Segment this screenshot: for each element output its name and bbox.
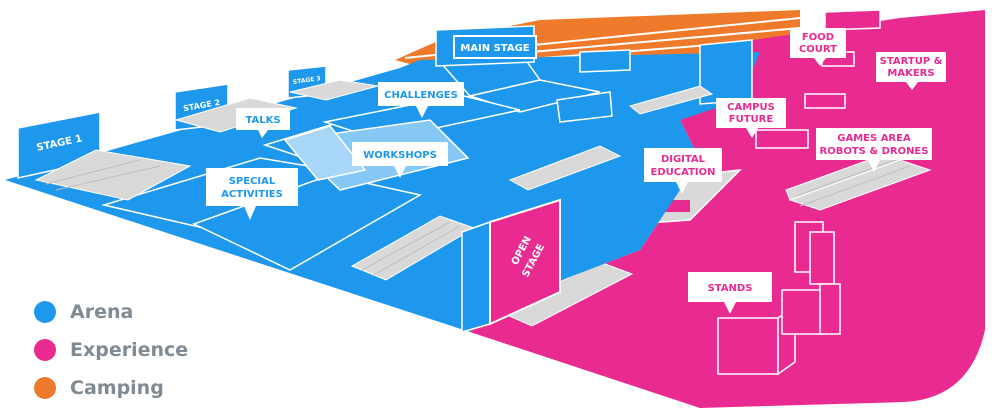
legend-label-camping: Camping	[70, 377, 164, 399]
legend-label-arena: Arena	[70, 301, 134, 323]
food-court-line1: FOOD	[802, 32, 834, 43]
food-court-line2: COURT	[799, 44, 837, 55]
label-food-court[interactable]: FOOD COURT	[790, 28, 846, 66]
arena-zone[interactable]	[5, 25, 760, 333]
special-activities-line1: SPECIAL	[229, 176, 276, 187]
digital-education-line1: DIGITAL	[661, 154, 706, 165]
challenges-label: CHALLENGES	[384, 90, 458, 101]
startup-makers-line1: STARTUP &	[880, 56, 943, 67]
arena-dot	[34, 301, 56, 323]
talks-label: TALKS	[245, 115, 280, 126]
stage-3-label: STAGE 3	[292, 75, 321, 86]
label-challenges[interactable]: CHALLENGES	[378, 82, 464, 118]
label-stands[interactable]: STANDS	[688, 272, 772, 314]
legend: Arena Experience Camping	[34, 293, 188, 407]
games-area-line2: ROBOTS & DRONES	[820, 146, 929, 157]
label-campus-future[interactable]: CAMPUS FUTURE	[716, 98, 786, 138]
label-stage-3[interactable]: STAGE 3	[292, 75, 321, 86]
games-area-line1: GAMES AREA	[837, 133, 911, 144]
label-startup-makers[interactable]: STARTUP & MAKERS	[876, 52, 946, 90]
label-games-area[interactable]: GAMES AREA ROBOTS & DRONES	[816, 128, 932, 172]
campus-future-line1: CAMPUS	[727, 102, 775, 113]
camping-dot	[34, 377, 56, 399]
legend-item-camping[interactable]: Camping	[34, 369, 188, 407]
workshops-label: WORKSHOPS	[363, 150, 437, 161]
stands-label: STANDS	[708, 283, 753, 294]
campus-future-line2: FUTURE	[729, 114, 774, 125]
main-stage-label: MAIN STAGE	[460, 43, 529, 54]
digital-education-line2: EDUCATION	[651, 167, 716, 178]
legend-label-experience: Experience	[70, 339, 189, 361]
experience-dot	[34, 339, 56, 361]
startup-makers-line2: MAKERS	[887, 68, 934, 79]
label-workshops[interactable]: WORKSHOPS	[352, 142, 448, 178]
legend-item-arena[interactable]: Arena	[34, 293, 188, 331]
label-talks[interactable]: TALKS	[236, 108, 290, 138]
label-digital-education[interactable]: DIGITAL EDUCATION	[644, 148, 722, 194]
legend-item-experience[interactable]: Experience	[34, 331, 188, 369]
label-main-stage[interactable]: MAIN STAGE	[453, 35, 537, 59]
label-special-activities[interactable]: SPECIAL ACTIVITIES	[206, 168, 298, 220]
special-activities-line2: ACTIVITIES	[221, 189, 283, 200]
